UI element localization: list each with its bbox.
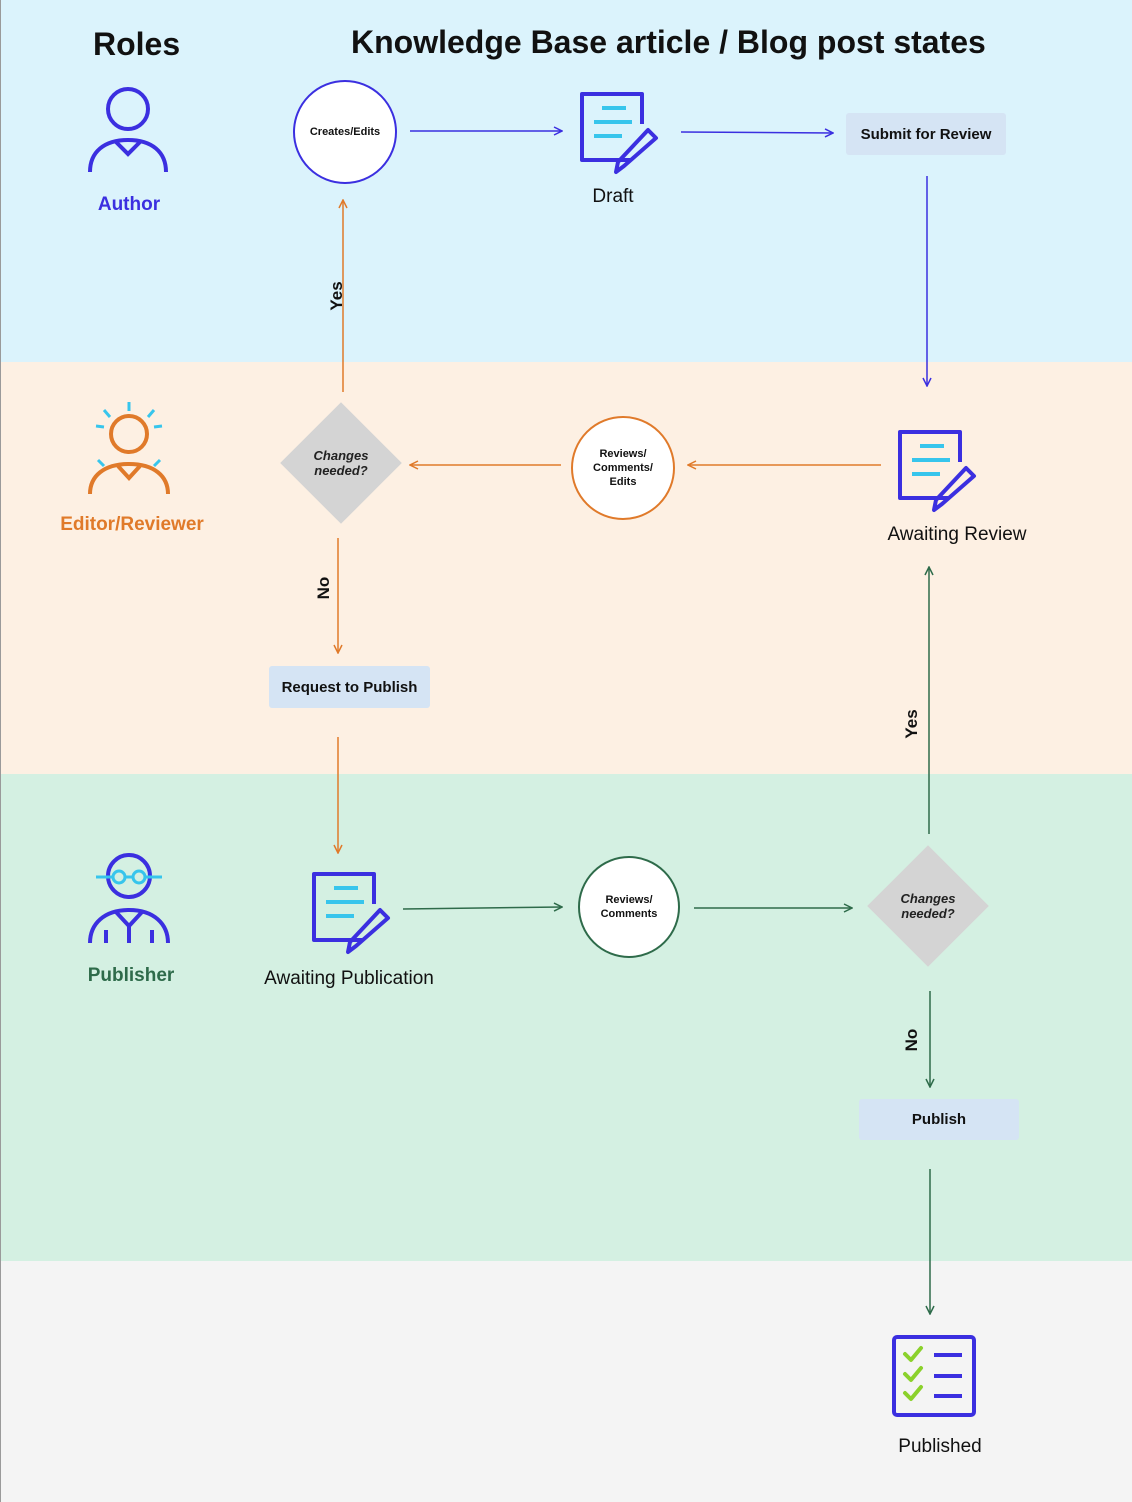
published-lane [0, 1261, 1132, 1502]
roles-title: Roles [93, 26, 181, 62]
reviews-line: Reviews/ [599, 448, 647, 460]
role-label-publisher: Publisher [87, 965, 175, 986]
frame-border [0, 0, 1, 1502]
draft-label: Draft [592, 186, 634, 207]
publisher-yes-label: Yes [902, 709, 921, 739]
role-label-author: Author [97, 194, 161, 215]
diagram-title: Knowledge Base article / Blog post state… [351, 24, 986, 60]
reviews-comments-node: Reviews/ Comments [578, 856, 680, 958]
changes-needed-publisher-decision: Changes needed? [867, 845, 989, 967]
reviews-line: Reviews/ [605, 894, 653, 906]
published-label: Published [898, 1436, 982, 1457]
arrow-awaiting-publication-to-reviews [402, 907, 562, 909]
request-to-publish-box: Request to Publish [269, 666, 430, 708]
creates-edits-node: Creates/Edits [293, 80, 397, 184]
role-label-editor: Editor/Reviewer [60, 514, 204, 535]
publisher-no-label: No [902, 1028, 921, 1052]
edits-line: Edits [609, 476, 637, 488]
creates-edits-label: Creates/Edits [309, 126, 381, 138]
editor-no-label: No [314, 576, 333, 600]
checklist-icon [892, 1335, 976, 1417]
author-lane [0, 0, 1132, 362]
changes-line: Changes [313, 448, 369, 463]
person-idea-icon [88, 402, 170, 495]
comments-line: Comments/ [593, 462, 653, 474]
editor-yes-label: Yes [327, 281, 346, 311]
person-icon [88, 87, 168, 173]
arrow-draft-to-submit [680, 132, 833, 133]
document-edit-icon [312, 872, 390, 954]
submit-for-review-box: Submit for Review [846, 113, 1006, 155]
person-glasses-icon [88, 853, 170, 944]
document-edit-icon [580, 92, 658, 174]
comments-line: Comments [600, 908, 658, 920]
publisher-lane [0, 774, 1132, 1261]
needed-line: needed? [901, 906, 955, 921]
awaiting-review-label: Awaiting Review [887, 524, 1027, 545]
publish-box: Publish [859, 1099, 1019, 1140]
needed-line: needed? [314, 463, 368, 478]
document-edit-icon [898, 430, 976, 512]
reviews-comments-edits-node: Reviews/ Comments/ Edits [571, 416, 675, 520]
changes-needed-editor-decision: Changes needed? [280, 402, 402, 524]
awaiting-publication-label: Awaiting Publication [264, 968, 434, 989]
changes-line: Changes [900, 891, 956, 906]
